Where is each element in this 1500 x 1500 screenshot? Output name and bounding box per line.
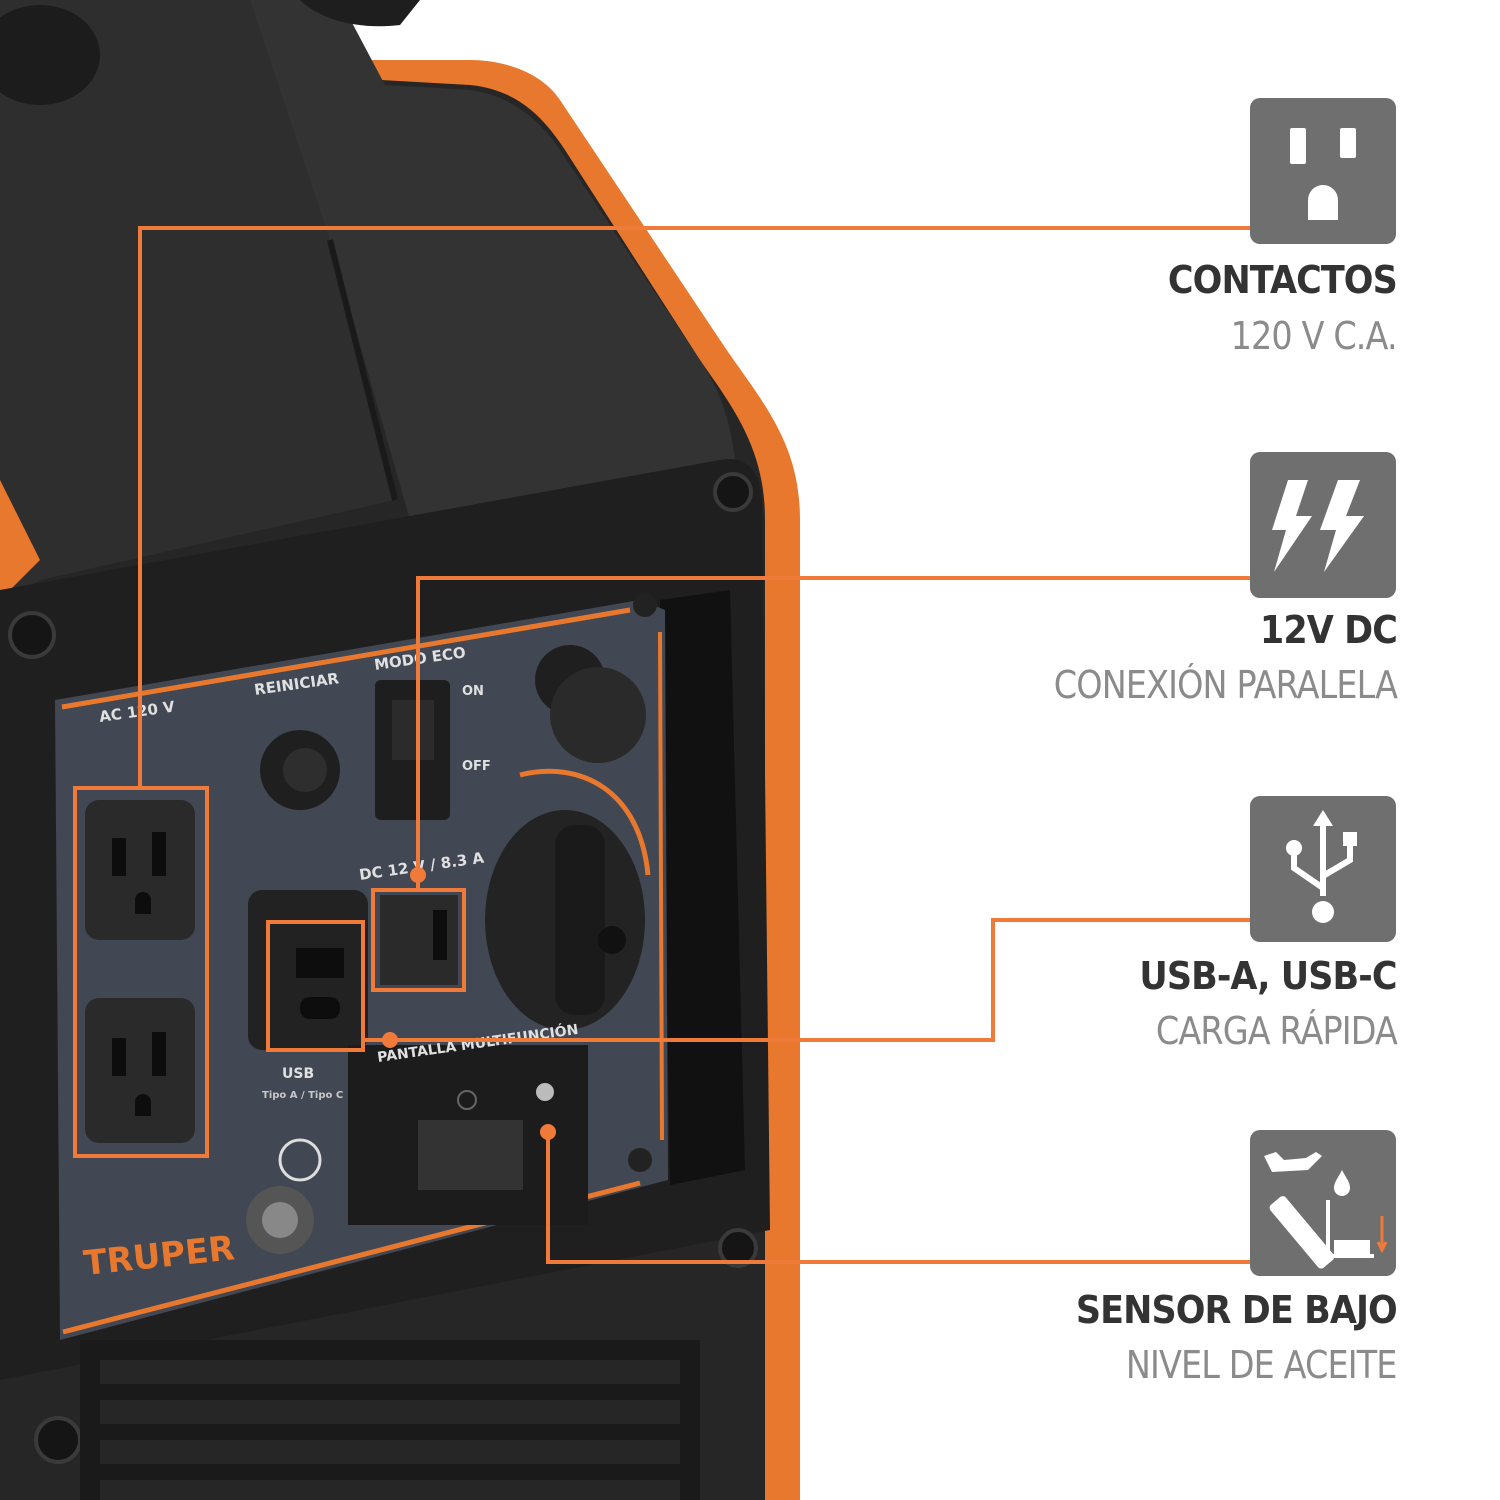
feature-subtitle-oil: NIVEL DE ACEITE xyxy=(1126,1343,1398,1387)
callout-line-oil xyxy=(546,1130,1250,1264)
feature-title-dc: 12V DC xyxy=(1259,608,1398,652)
feature-title-usb: USB-A, USB-C xyxy=(1139,954,1398,998)
handle-hole xyxy=(0,5,100,105)
callout-lines xyxy=(73,226,1250,1264)
panel-usb-types: Tipo A / Tipo C xyxy=(262,1090,343,1101)
callout-line-ac xyxy=(138,226,1250,788)
feature-title-oil: SENSOR DE BAJO xyxy=(1076,1288,1398,1332)
lightning-bolts-icon xyxy=(1250,452,1396,598)
top-cover xyxy=(0,0,395,600)
top-cover-right xyxy=(250,0,735,520)
ac-outlet-icon xyxy=(1250,98,1396,244)
panel-on-label: ON xyxy=(462,684,484,699)
feature-subtitle-ac: 120 V C.A. xyxy=(1230,314,1398,358)
ac-outlets xyxy=(85,800,195,1143)
panel-usb-label: USB xyxy=(282,1066,314,1082)
feature-subtitle-usb: CARGA RÁPIDA xyxy=(1155,1009,1398,1053)
callout-line-usb xyxy=(363,918,1250,1042)
feature-subtitle-dc: CONEXIÓN PARALELA xyxy=(1053,663,1398,707)
oil-level-sensor-icon xyxy=(1250,1130,1396,1276)
usb-icon xyxy=(1250,796,1396,942)
callout-box-usb xyxy=(266,920,365,1052)
feature-title-ac: CONTACTOS xyxy=(1168,258,1398,302)
panel-off-label: OFF xyxy=(462,759,491,774)
callout-line-dc xyxy=(416,576,1250,890)
